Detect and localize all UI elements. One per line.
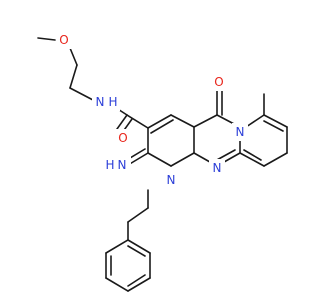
- bond: [127, 152, 149, 166]
- atom-label: N: [118, 158, 127, 172]
- atom-label: O: [118, 131, 127, 145]
- ring-nitrogen: N: [163, 171, 179, 189]
- bond: [69, 47, 78, 66]
- bond: [127, 277, 151, 292]
- bond: [69, 64, 78, 89]
- bond: [147, 114, 172, 129]
- bond: [150, 119, 174, 134]
- bond: [245, 114, 265, 128]
- bond: [105, 239, 129, 254]
- bond: [239, 152, 265, 167]
- atom-label: N: [96, 95, 105, 109]
- bonds: [37, 37, 288, 292]
- bond: [37, 37, 56, 41]
- ether-oxygen: O: [56, 31, 72, 49]
- ketone-oxygen: O: [211, 73, 227, 91]
- bond: [147, 152, 172, 167]
- molecule-structure: O N H O O N N N H N: [37, 31, 288, 292]
- bond: [105, 277, 129, 292]
- bond: [263, 120, 284, 132]
- amide-oxygen: O: [115, 129, 131, 147]
- bond: [69, 87, 94, 101]
- amide-nitrogen: N H: [92, 93, 120, 111]
- atom-labels: O N H O O N N N H N: [56, 31, 248, 189]
- bond: [243, 149, 262, 161]
- bond: [116, 114, 128, 130]
- atom-label: O: [214, 75, 223, 89]
- atom-label: O: [59, 33, 68, 47]
- pyrimidine-nitrogen: N: [209, 159, 225, 177]
- bond: [263, 152, 288, 167]
- bond: [263, 114, 288, 128]
- atom-label: H: [105, 158, 114, 172]
- atom-label: N: [213, 161, 222, 175]
- bond: [126, 114, 149, 129]
- bond: [170, 114, 195, 128]
- atom-label: H: [108, 95, 117, 109]
- bond: [127, 245, 146, 257]
- bond: [170, 152, 195, 167]
- bond: [127, 274, 146, 287]
- bond: [193, 114, 218, 128]
- ring-fused-nitrogen: N: [232, 123, 248, 141]
- atom-label: N: [236, 125, 245, 139]
- atom-label: N: [167, 173, 176, 187]
- imino-nitrogen: H N: [103, 156, 131, 174]
- bond: [127, 239, 151, 254]
- bond: [127, 207, 149, 223]
